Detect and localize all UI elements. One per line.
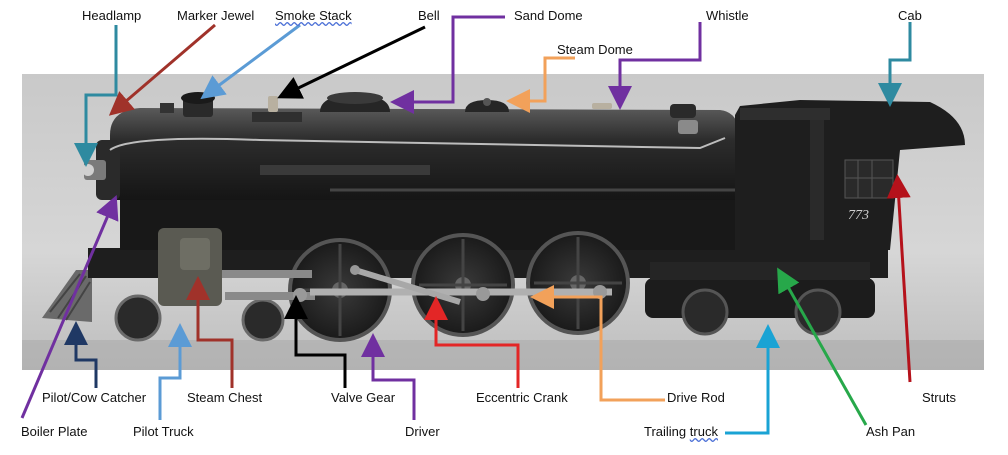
smoke-stack-leader <box>200 23 301 100</box>
label-drive-rod: Drive Rod <box>667 390 725 405</box>
whistle-shape <box>592 103 612 109</box>
pilot-truck-shape <box>114 294 162 342</box>
label-headlamp: Headlamp <box>82 8 142 23</box>
ash-pan-leader <box>777 267 868 426</box>
marker-jewel-leader <box>108 23 216 116</box>
struts-leader <box>886 174 912 383</box>
label-trailing-truck-word2: truck <box>689 424 718 439</box>
label-marker-jewel: Marker Jewel <box>177 8 255 23</box>
label-bell: Bell <box>418 8 440 23</box>
label-ash-pan: Ash Pan <box>866 424 916 439</box>
label-smoke-stack: Smoke Stack <box>275 8 352 23</box>
label-eccentric-crank: Eccentric Crank <box>476 390 568 405</box>
label-steam-dome: Steam Dome <box>557 42 633 57</box>
bell-shape <box>268 96 278 112</box>
boiler-plate-leader <box>20 194 119 419</box>
pilot-leader <box>64 321 98 388</box>
eccentric-crank-leader <box>424 296 520 388</box>
label-valve-gear: Valve Gear <box>331 390 396 405</box>
label-pilot-truck: Pilot Truck <box>133 424 194 439</box>
label-driver: Driver <box>405 424 440 439</box>
label-cab: Cab <box>898 8 922 23</box>
valve-gear-leader <box>284 295 347 388</box>
steam-chest-leader <box>186 276 234 388</box>
label-sand-dome: Sand Dome <box>514 8 583 23</box>
label-trailing-truck-word1: Trailing <box>644 424 687 439</box>
whistle-leader <box>608 22 702 110</box>
label-pilot-cow-catcher: Pilot/Cow Catcher <box>42 390 147 405</box>
steam-dome-leader <box>506 56 575 113</box>
label-struts: Struts <box>922 390 956 405</box>
label-whistle: Whistle <box>706 8 749 23</box>
sand-dome-leader <box>390 15 505 114</box>
trailing-truck-leader <box>725 324 780 435</box>
bell-leader <box>277 25 426 99</box>
drive-rod-leader <box>530 285 665 402</box>
label-steam-chest: Steam Chest <box>187 390 263 405</box>
label-boiler-plate: Boiler Plate <box>21 424 88 439</box>
cab-leader <box>878 22 912 107</box>
cab-number: 773 <box>848 208 869 223</box>
boiler-shape <box>110 108 740 200</box>
driver-leader <box>361 333 416 420</box>
label-trailing-truck: Trailing truck <box>644 424 718 440</box>
headlamp-leader <box>74 25 118 167</box>
pilot-truck-leader <box>158 323 192 420</box>
